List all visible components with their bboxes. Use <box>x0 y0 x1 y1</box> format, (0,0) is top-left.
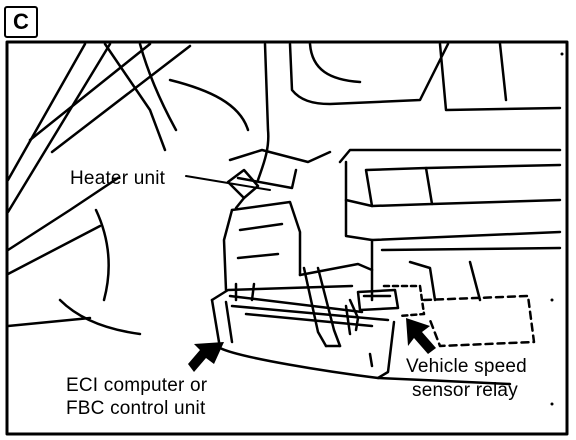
ecu-label-line1: ECI computer or <box>66 375 208 396</box>
relay-label-line1: Vehicle speed <box>406 356 527 377</box>
heater-housing <box>222 42 450 292</box>
relay-arrow-icon <box>406 318 436 354</box>
ecu-label-line2: FBC control unit <box>66 398 206 419</box>
figure-badge: C <box>4 6 38 38</box>
edge-marks <box>550 52 564 406</box>
relay-assembly <box>348 284 536 348</box>
heater-pointer <box>185 168 271 210</box>
control-unit-box <box>210 266 512 386</box>
dashboard-left-lines <box>6 42 250 336</box>
relay-label-line2: sensor relay <box>412 380 518 401</box>
heater-unit-label: Heater unit <box>70 168 166 189</box>
console-block <box>338 42 562 302</box>
figure-frame <box>5 40 569 436</box>
callout-arrows <box>188 318 436 372</box>
ecu-arrow-icon <box>188 342 224 372</box>
